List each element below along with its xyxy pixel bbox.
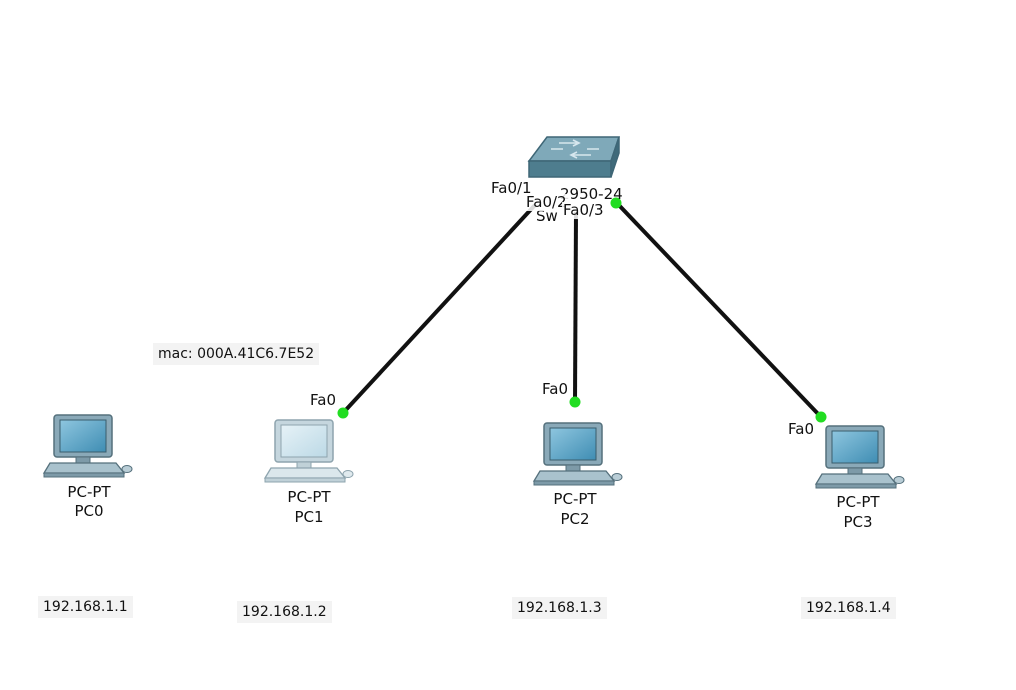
pc1-computer-icon[interactable] <box>264 419 354 483</box>
switch-port-fa0-1-label: Fa0/1 <box>490 179 533 197</box>
link-up-dot-sw3 <box>610 197 622 209</box>
link-pc2-switch[interactable] <box>573 211 578 403</box>
pc1-ip-note: 192.168.1.2 <box>237 601 332 623</box>
pc1-model-label: PC-PT <box>287 488 331 506</box>
link-up-dot-pc3 <box>815 411 827 423</box>
pc1-mac-note: mac: 000A.41C6.7E52 <box>153 343 320 365</box>
switch-icon[interactable] <box>527 136 621 178</box>
pc1-port-label: Fa0 <box>309 391 337 409</box>
switch-model-label: 2950-24 <box>560 185 623 203</box>
pc2-name-label: PC2 <box>560 510 590 528</box>
pc1-name-label: PC1 <box>294 508 324 526</box>
pc3-port-label: Fa0 <box>787 420 815 438</box>
pc2-model-label: PC-PT <box>553 490 597 508</box>
pc3-name-label: PC3 <box>843 513 873 531</box>
pc0-ip-note: 192.168.1.1 <box>38 596 133 618</box>
link-up-dot-pc2 <box>569 396 581 408</box>
pc0-name-label: PC0 <box>74 502 104 520</box>
link-pc3-switch[interactable] <box>612 198 823 419</box>
pc3-model-label: PC-PT <box>836 493 880 511</box>
pc2-ip-note: 192.168.1.3 <box>512 597 607 619</box>
switch-name-label: Sw <box>536 207 558 225</box>
pc3-computer-icon[interactable] <box>815 425 905 489</box>
link-pc1-switch[interactable] <box>341 203 537 415</box>
pc2-port-label: Fa0 <box>541 380 569 398</box>
link-up-dot-pc1 <box>337 407 349 419</box>
switch-port-fa0-3-label: Fa0/3 <box>562 201 605 219</box>
switch-port-fa0-2-label: Fa0/2 <box>525 193 568 211</box>
pc0-computer-icon[interactable] <box>43 414 133 478</box>
pc3-ip-note: 192.168.1.4 <box>801 597 896 619</box>
pc0-model-label: PC-PT <box>67 483 111 501</box>
pc2-computer-icon[interactable] <box>533 422 623 486</box>
